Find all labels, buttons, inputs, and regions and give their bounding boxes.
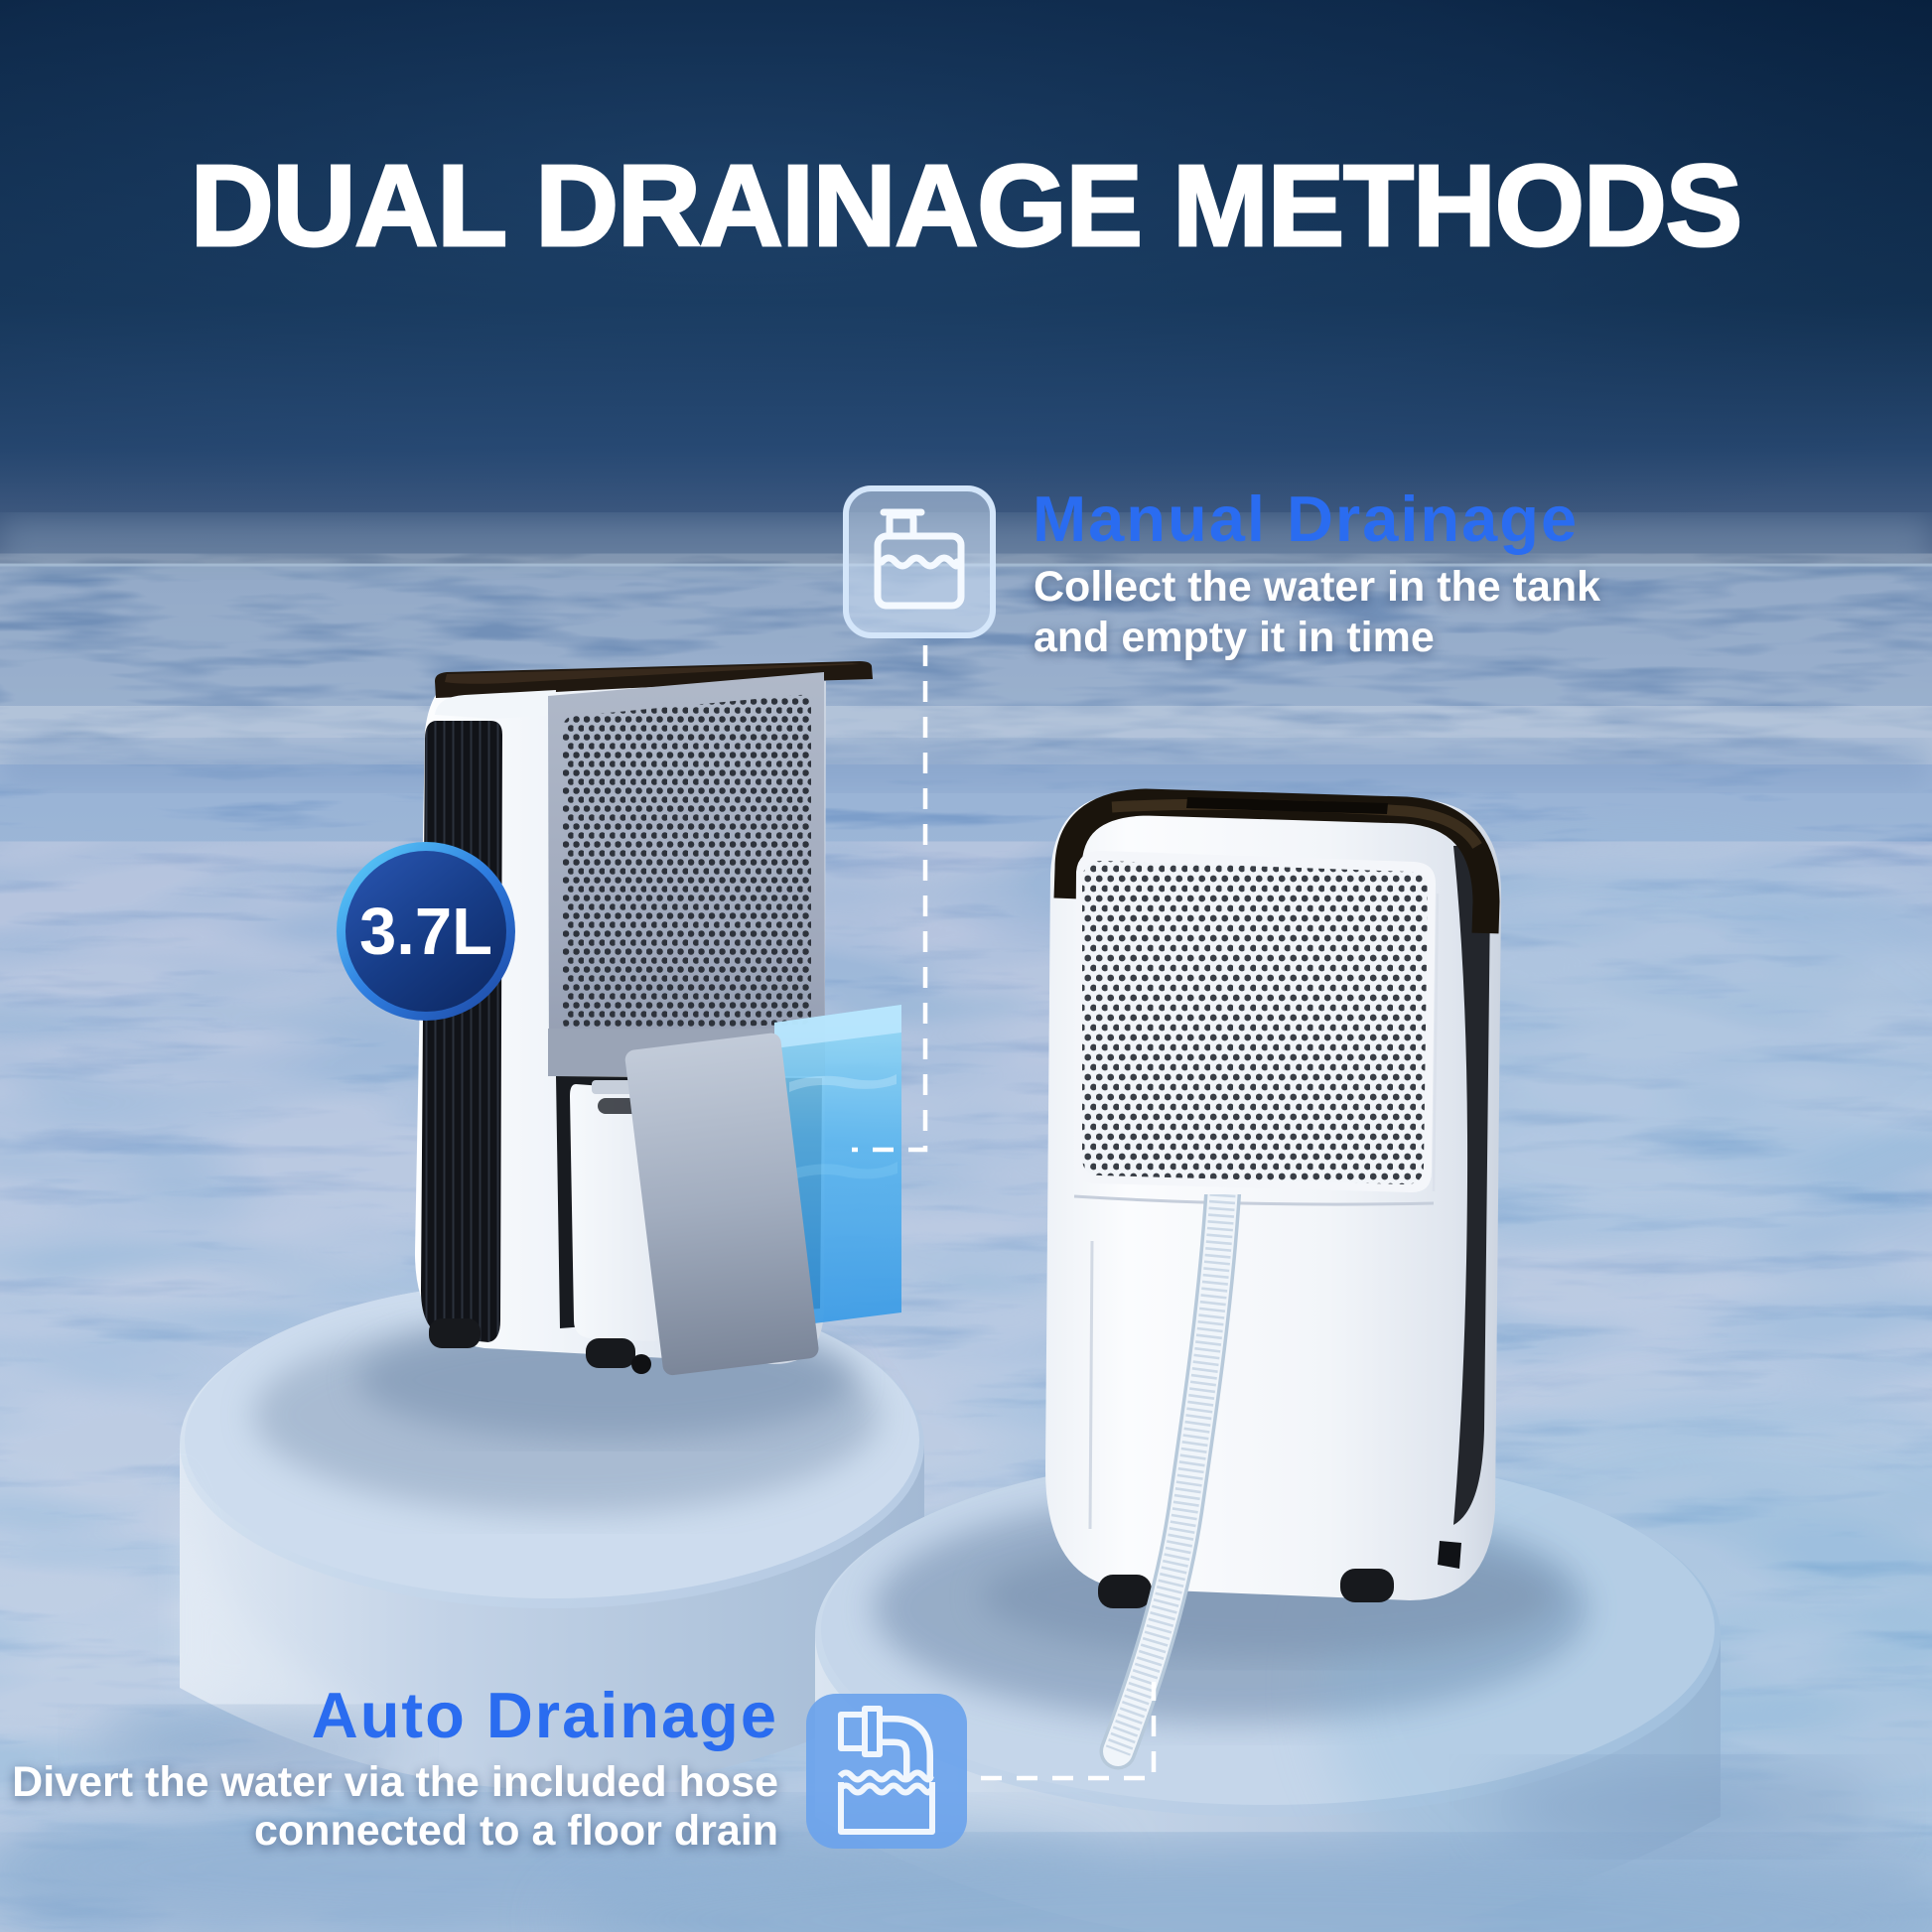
- svg-text:3.7L: 3.7L: [359, 895, 492, 969]
